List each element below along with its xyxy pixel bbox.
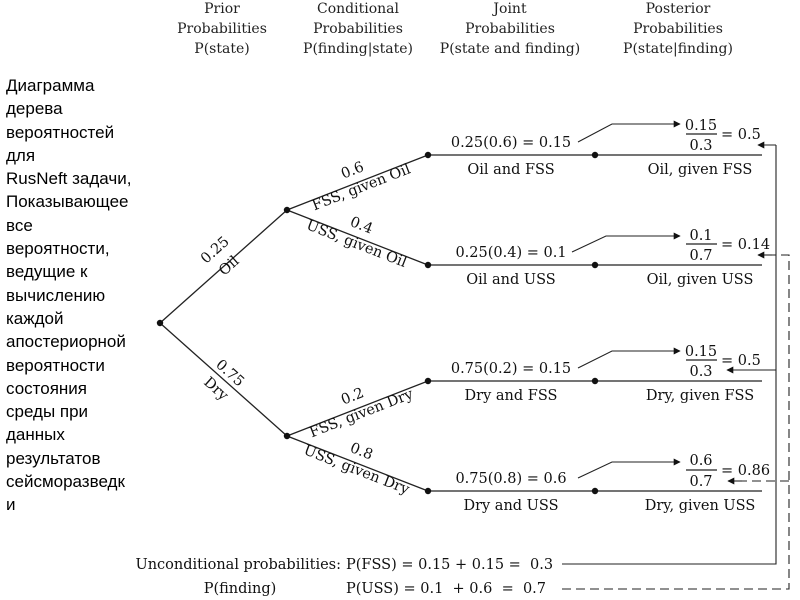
branch-dry-fss-prob: 0.2 (339, 385, 366, 408)
row-dry-fss: 0.75(0.2) = 0.15 Dry and FSS 0.15 0.3 = … (451, 344, 761, 404)
header-posterior: Posterior Probabilities P(state|finding) (623, 1, 733, 57)
joint-calc-3: 0.75(0.2) = 0.15 (451, 361, 571, 377)
joint-label-4: Dry and USS (463, 498, 558, 514)
joint-label-2: Oil and USS (466, 272, 555, 288)
joint-calc-1: 0.25(0.6) = 0.15 (451, 135, 571, 151)
edge-oil (159, 209, 288, 324)
p-finding-label: P(finding) (204, 581, 277, 597)
unconditional-block: Unconditional probabilities: P(finding) … (135, 557, 553, 597)
header-posterior-line2: Probabilities (633, 21, 723, 37)
posterior-label-3: Dry, given FSS (646, 388, 754, 404)
posterior-denominator-3: 0.3 (689, 364, 712, 380)
edge-oil-fss (286, 154, 429, 211)
node-oil (283, 206, 291, 214)
p-fss-equation: P(FSS) = 0.15 + 0.15 = 0.3 (346, 557, 553, 573)
node-post-1 (591, 151, 599, 159)
header-conditional-line1: Conditional (317, 1, 399, 17)
header-posterior-line1: Posterior (646, 1, 711, 17)
fss-denominator-connector (562, 145, 777, 565)
node-dry-uss (424, 487, 432, 495)
row-dry-uss: 0.75(0.8) = 0.6 Dry and USS 0.6 0.7 = 0.… (455, 453, 770, 514)
header-prior-line2: Probabilities (177, 21, 267, 37)
row-oil-uss: 0.25(0.4) = 0.1 Oil and USS 0.1 0.7 = 0.… (455, 228, 770, 288)
branch-dry-uss-prob: 0.8 (348, 440, 375, 463)
header-conditional-line2: Probabilities (313, 21, 403, 37)
header-prior-line1: Prior (204, 1, 240, 17)
header-prior-line3: P(state) (194, 41, 249, 57)
side-caption: Диаграмма дерева вероятностей для RusNef… (6, 76, 132, 515)
edge-dry-uss (286, 435, 429, 492)
row-oil-fss: 0.25(0.6) = 0.15 Oil and FSS 0.15 0.3 = … (451, 118, 761, 178)
posterior-value-2: = 0.14 (721, 237, 770, 253)
posterior-value-3: = 0.5 (721, 353, 761, 369)
posterior-value-4: = 0.86 (721, 463, 770, 479)
joint-calc-2: 0.25(0.4) = 0.1 (455, 245, 566, 261)
header-joint: Joint Probabilities P(state and finding) (440, 1, 580, 57)
header-conditional-line3: P(finding|state) (303, 41, 413, 57)
node-post-3 (591, 377, 599, 385)
arrow-joint-to-numerator-3 (577, 347, 681, 369)
posterior-numerator-3: 0.15 (685, 344, 717, 360)
unconditional-label: Unconditional probabilities: (135, 557, 341, 573)
node-root (156, 319, 164, 327)
joint-calc-4: 0.75(0.8) = 0.6 (455, 471, 566, 487)
header-conditional: Conditional Probabilities P(finding|stat… (303, 1, 413, 57)
posterior-denominator-2: 0.7 (689, 248, 712, 264)
posterior-label-1: Oil, given FSS (648, 162, 753, 178)
posterior-label-4: Dry, given USS (645, 498, 756, 514)
posterior-numerator-1: 0.15 (685, 118, 717, 134)
node-oil-fss (424, 151, 432, 159)
uss-denominator-connector (562, 254, 790, 590)
edge-oil-uss (286, 209, 429, 266)
p-uss-equation: P(USS) = 0.1 + 0.6 = 0.7 (346, 581, 546, 597)
header-joint-line1: Joint (491, 1, 527, 17)
node-dry (283, 432, 291, 440)
branch-oil-uss-prob: 0.4 (348, 214, 375, 237)
posterior-numerator-2: 0.1 (689, 228, 712, 244)
arrow-joint-to-numerator-1 (577, 120, 681, 143)
posterior-value-1: = 0.5 (721, 127, 761, 143)
node-dry-fss (424, 377, 432, 385)
posterior-denominator-1: 0.3 (689, 138, 712, 154)
node-post-4 (591, 487, 599, 495)
posterior-numerator-4: 0.6 (689, 453, 712, 469)
joint-label-3: Dry and FSS (465, 388, 558, 404)
edge-dry (159, 322, 288, 437)
edge-dry-fss (286, 380, 429, 437)
header-joint-line3: P(state and finding) (440, 41, 580, 57)
header-joint-line2: Probabilities (465, 21, 555, 37)
branch-oil-fss-prob: 0.6 (339, 159, 366, 182)
joint-label-1: Oil and FSS (467, 162, 554, 178)
arrow-joint-to-numerator-2 (571, 232, 681, 253)
posterior-denominator-4: 0.7 (689, 474, 712, 490)
node-post-2 (591, 261, 599, 269)
header-posterior-line3: P(state|finding) (623, 41, 733, 57)
header-prior: Prior Probabilities P(state) (177, 1, 267, 57)
arrow-joint-to-numerator-4 (577, 458, 681, 479)
posterior-label-2: Oil, given USS (647, 272, 754, 288)
node-oil-uss (424, 261, 432, 269)
